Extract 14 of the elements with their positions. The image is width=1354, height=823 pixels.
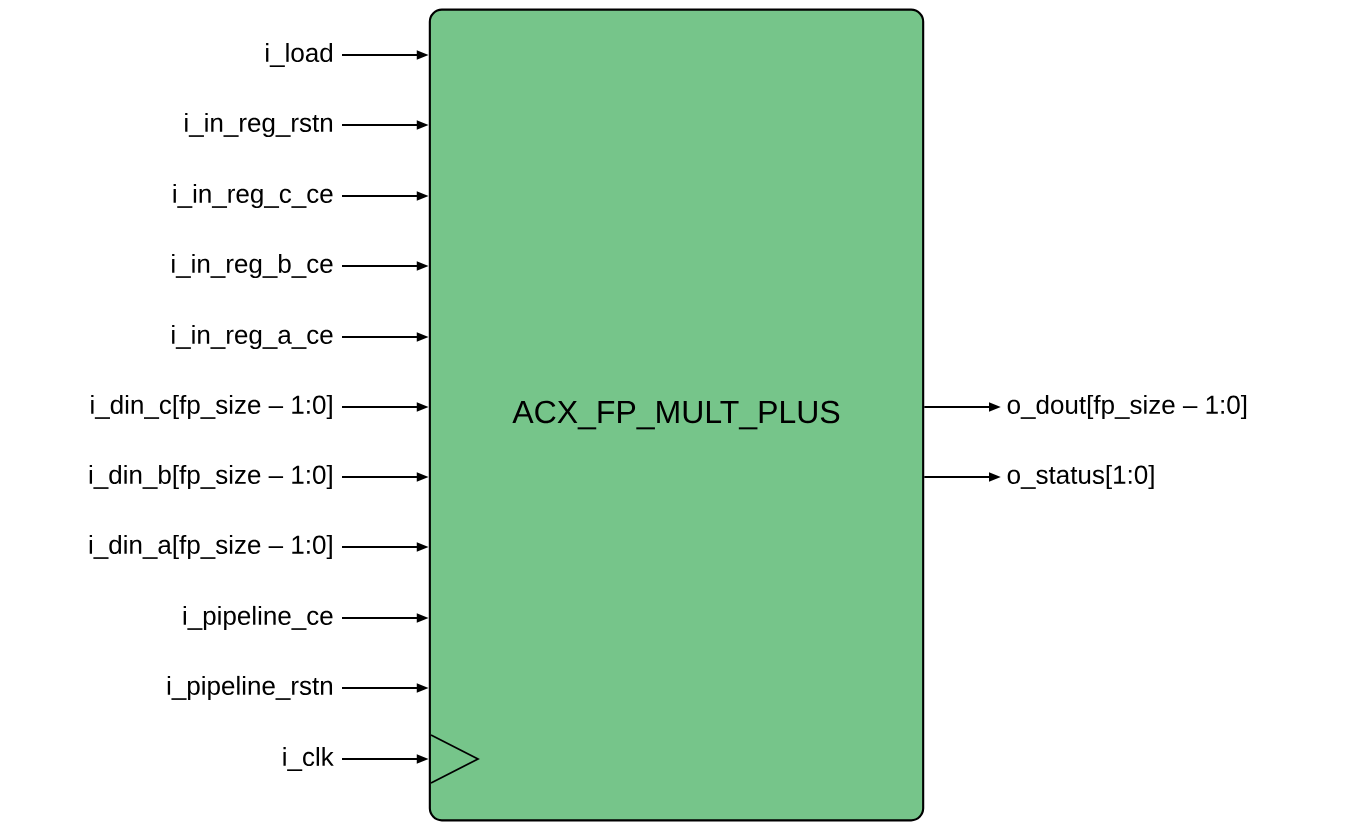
signal-label: i_load [266, 43, 333, 67]
signal-label: i_pipeline_rstn [167, 675, 332, 701]
signal-label: i_in_reg_rstn [185, 112, 332, 138]
signal-label: i_din_a[fp_size – 1:0] [89, 534, 332, 560]
signal-label: i_in_reg_c_ce [173, 183, 333, 209]
signal-label: i_clk [283, 747, 334, 771]
signal-label: i_in_reg_a_ce [172, 324, 333, 350]
signal-label: i_din_b[fp_size – 1:0] [89, 464, 332, 490]
signal-label: i_din_c[fp_size – 1:0] [91, 394, 332, 420]
signal-label: i_pipeline_ce [183, 605, 333, 631]
block-box: ACX_FP_MULT_PLUS [428, 8, 925, 822]
signal-label: o_dout[fp_size – 1:0] [1007, 394, 1247, 420]
signal-label: o_status[1:0] [1007, 464, 1154, 490]
signal-label: i_in_reg_b_ce [172, 253, 333, 279]
